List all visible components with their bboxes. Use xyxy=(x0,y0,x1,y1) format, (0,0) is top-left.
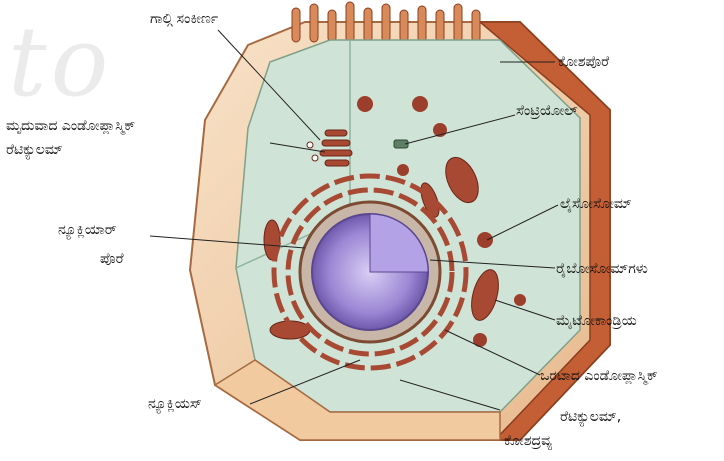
label-cytoplasm: ಕೋಶದ್ರವ್ಯ xyxy=(504,432,552,450)
label-rough-er-line2: ರೆಟಿಕ್ಯುಲಮ್, xyxy=(560,408,621,426)
label-nucleus: ನ್ಯೂಕ್ಲಿಯಸ್ xyxy=(148,395,202,413)
label-ribosomes: ರೈಬೋಸೋಮ್‌ಗಳು xyxy=(556,260,648,278)
label-nuclear-pore-line2: ಪೊರೆ xyxy=(100,250,124,268)
label-golgi: ಗಾಲ್ಗಿ ಸಂಕೀರ್ಣ xyxy=(150,10,218,28)
label-smooth-er-line1: ಮೃದುವಾದ ಎಂಡೋಪ್ಲಾಸ್ಮಿಕ್ xyxy=(6,117,135,135)
label-smooth-er-line2: ರೆಟಿಕ್ಯುಲಮ್ xyxy=(6,141,63,159)
label-cell-membrane: ಕೋಶಪೊರೆ xyxy=(558,53,609,71)
label-nuclear-pore-line1: ನ್ಯೂಕ್ಲಿಯಾರ್ xyxy=(58,221,117,239)
label-centriole: ಸೆಂಟ್ರಿಯೋಲ್ xyxy=(516,102,578,120)
label-mitochondria: ಮೈಟೋಕಾಂಡ್ರಿಯ xyxy=(556,312,637,330)
label-rough-er-line1: ಒರಟಾದ ಎಂಡೋಪ್ಲಾಸ್ಮಿಕ್ xyxy=(540,367,658,385)
label-lysosome: ಲೈಸೋಸೋಮ್ xyxy=(560,195,632,213)
